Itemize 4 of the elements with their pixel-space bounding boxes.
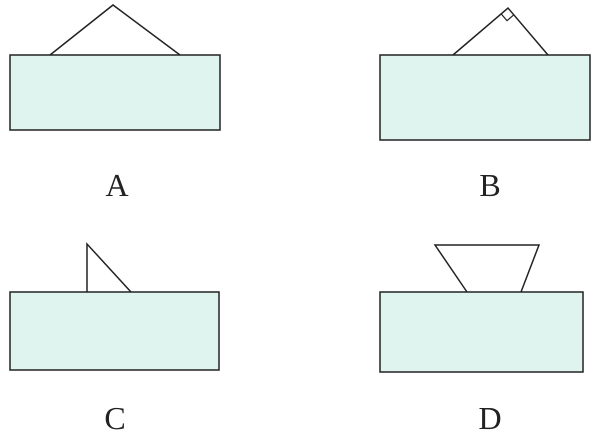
option-label: D — [477, 400, 503, 436]
option-label: C — [103, 400, 127, 436]
option-label: B — [478, 167, 502, 203]
option-label: A — [104, 167, 130, 203]
